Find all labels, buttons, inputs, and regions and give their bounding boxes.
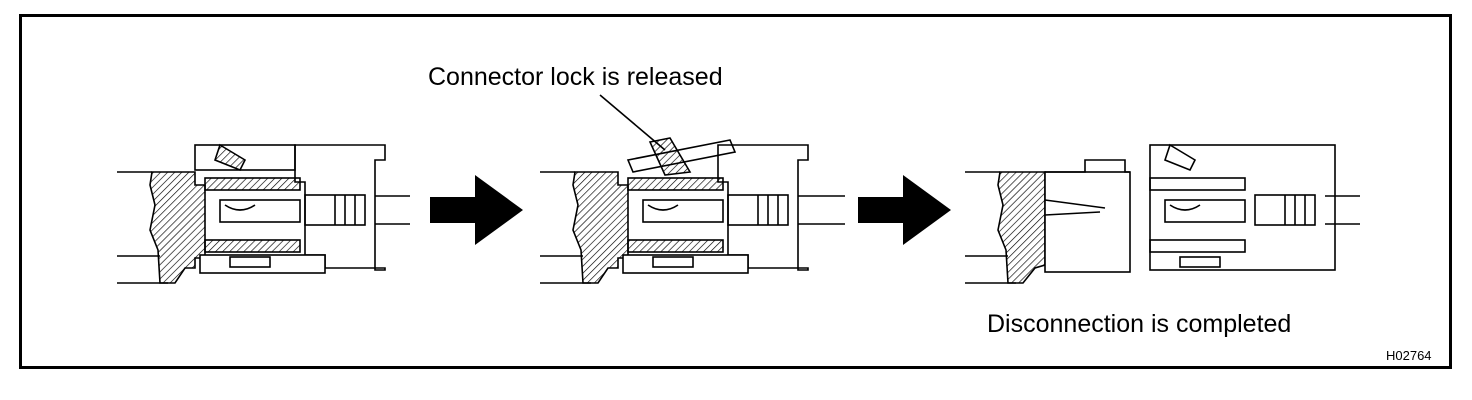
lock-released-label: Connector lock is released bbox=[428, 63, 723, 91]
connector-connected-drawing bbox=[117, 143, 410, 284]
connector-disconnected-drawing bbox=[965, 143, 1360, 284]
arrow-right-icon bbox=[858, 175, 951, 245]
disconnection-completed-label: Disconnection is completed bbox=[987, 310, 1292, 338]
figure-code: H02764 bbox=[1386, 348, 1432, 363]
leader-line bbox=[599, 94, 666, 151]
connector-lock-released-drawing bbox=[540, 94, 845, 284]
arrow-right-icon bbox=[430, 175, 523, 245]
